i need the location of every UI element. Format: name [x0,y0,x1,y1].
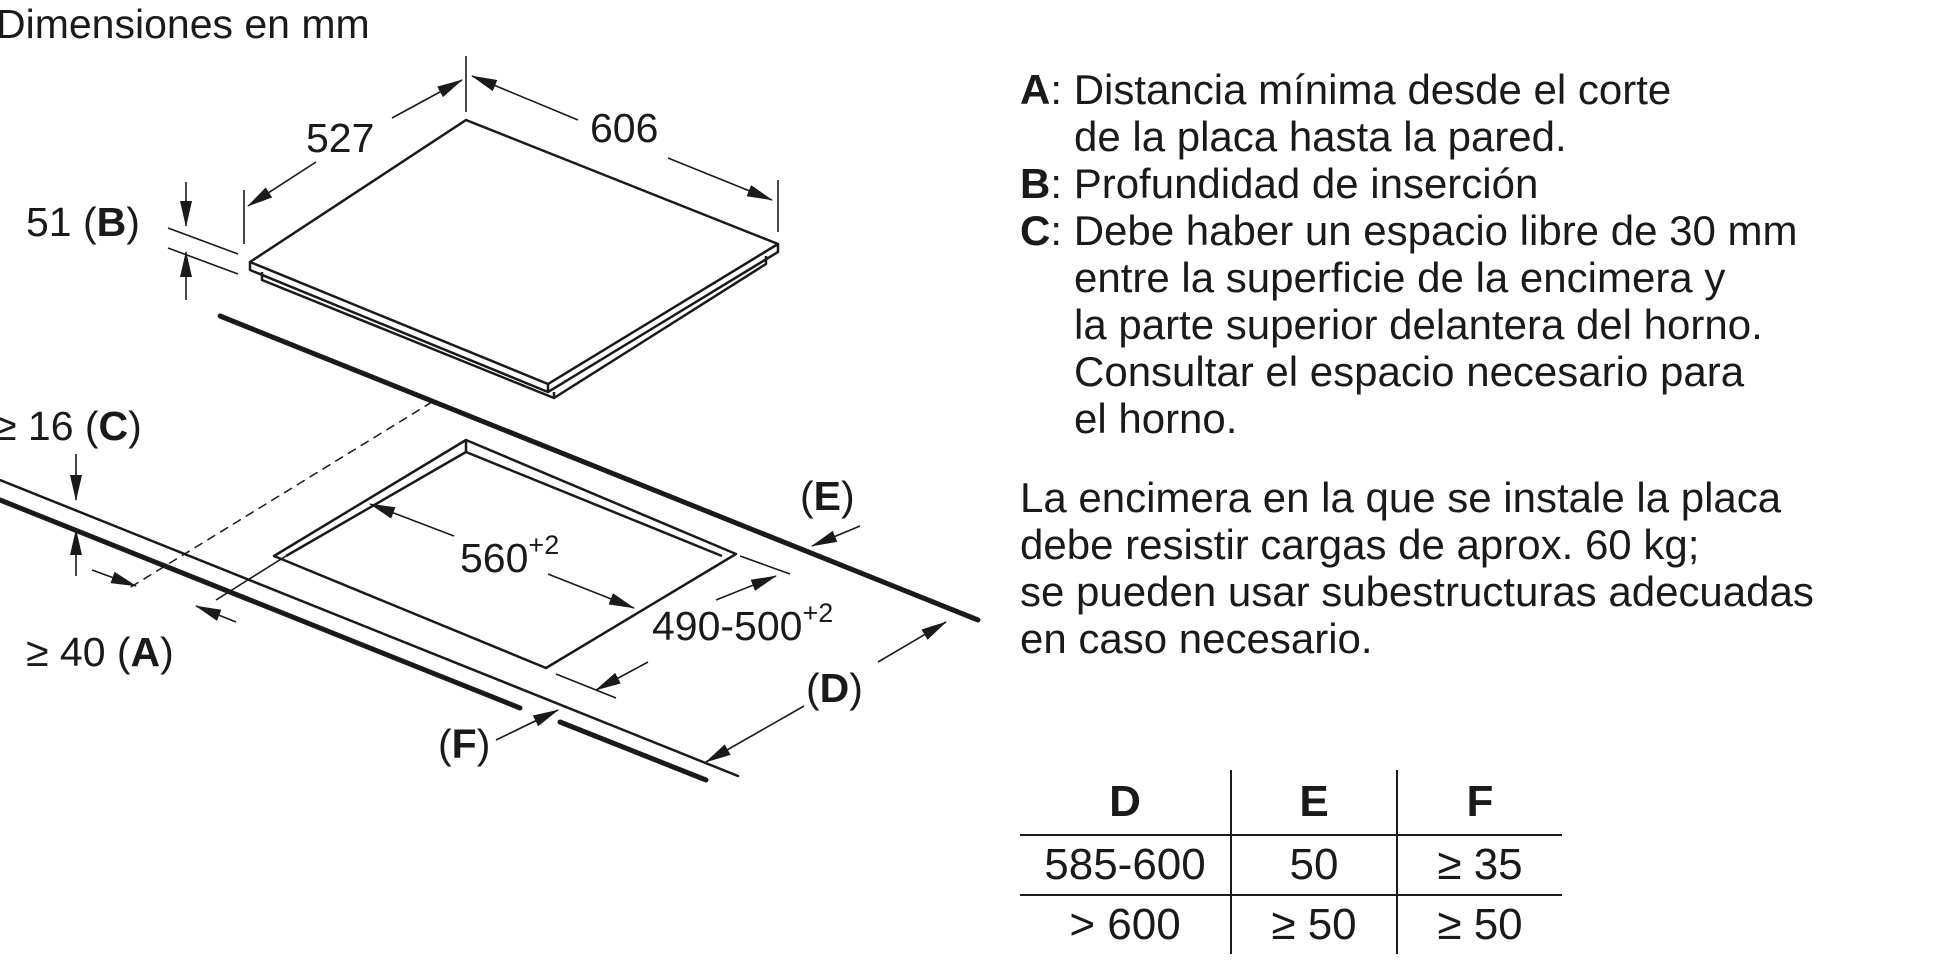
dimensions-table: D E F 585-600 50 ≥ 35 > 600 ≥ 50 ≥ 50 [1020,770,1562,954]
installation-diagram: Dimensiones en mm [0,1,981,783]
legend-text: Profundidad de inserción [1073,160,1539,207]
table-cell: ≥ 50 [1397,894,1562,954]
gap-c-label: ≥ 16 (C) [0,403,142,449]
cutout-width-label: 560+2 [460,530,559,581]
label-f: (F) [438,721,490,767]
countertop [0,313,981,783]
cutout-depth-label: 490-500+2 [652,598,833,649]
note-line: debe resistir cargas de aprox. 60 kg; [1020,521,1700,568]
label-e: (E) [800,473,855,519]
hob [248,118,780,400]
column-header-e: E [1231,770,1398,835]
legend-text: entre la superficie de la encimera y [1074,254,1726,301]
load-note: La encimera en la que se instale la plac… [1020,474,1950,662]
table-cell: ≥ 35 [1397,834,1562,895]
column-header-f: F [1466,777,1494,826]
legend-item-a: A: Distancia mínima desde el corte de la… [1020,66,1672,160]
label-d: (D) [806,665,863,711]
legend-text: Debe haber un espacio libre de 30 mm [1073,207,1798,254]
page-title: Dimensiones en mm [0,1,370,47]
table-cell: > 600 [1020,894,1232,954]
hob-depth-label: 527 [306,115,374,161]
hob-width-label: 606 [590,105,658,151]
legend-text: el horno. [1074,395,1238,442]
wall-distance-label: ≥ 40 (A) [26,629,174,675]
legend-text: de la placa hasta la pared. [1074,113,1567,160]
table-row: > 600 ≥ 50 ≥ 50 [1020,894,1562,954]
table-row: 585-600 50 ≥ 35 [1020,834,1562,895]
column-header-d: D [1020,770,1232,835]
note-line: se pueden usar subestructuras adecuadas [1020,568,1814,615]
note-line: en caso necesario. [1020,615,1373,662]
cutout [272,438,738,670]
table-cell: 50 [1231,834,1398,895]
table-header-row: D E F [1020,770,1562,835]
insertion-depth-label: 51 (B) [26,199,140,245]
legend-text: Distancia mínima desde el corte [1073,66,1672,113]
legend: A: Distancia mínima desde el corte de la… [1020,66,1950,442]
dimension-lines [70,56,947,763]
legend-item-b: B: Profundidad de inserción [1020,160,1539,207]
table-cell: ≥ 50 [1231,894,1398,954]
legend-key: A [1020,66,1051,113]
legend-key: C [1020,207,1051,254]
legend-key: B [1020,160,1051,207]
note-line: La encimera en la que se instale la plac… [1020,474,1782,521]
legend-text: la parte superior delantera del horno. [1074,301,1763,348]
legend-item-c: C: Debe haber un espacio libre de 30 mm … [1020,207,1798,442]
legend-text: Consultar el espacio necesario para [1074,348,1745,395]
table-cell: 585-600 [1020,834,1232,895]
